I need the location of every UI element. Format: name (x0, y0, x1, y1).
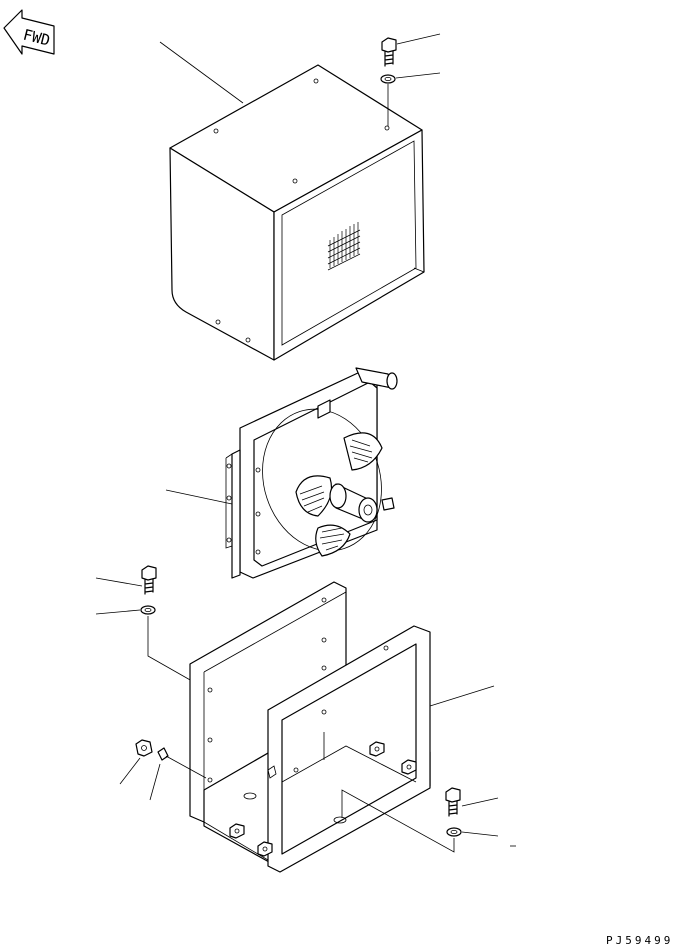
frame-lockwasher-left (149, 747, 207, 801)
frame-bolt-left (95, 565, 157, 595)
cover-box (159, 41, 425, 361)
cover-bolt (381, 33, 441, 67)
drawing-code: PJ59499 (606, 934, 673, 947)
cover-washer (380, 72, 441, 126)
cover-mesh-grill (327, 222, 361, 271)
frame-bolt-right (445, 787, 499, 817)
frame-washer-right (341, 789, 516, 853)
frame-nut-left (119, 739, 153, 785)
fwd-arrow-icon: FWD (3, 9, 55, 55)
fan-radiator-assembly (165, 367, 398, 579)
frame-nuts (229, 741, 417, 857)
